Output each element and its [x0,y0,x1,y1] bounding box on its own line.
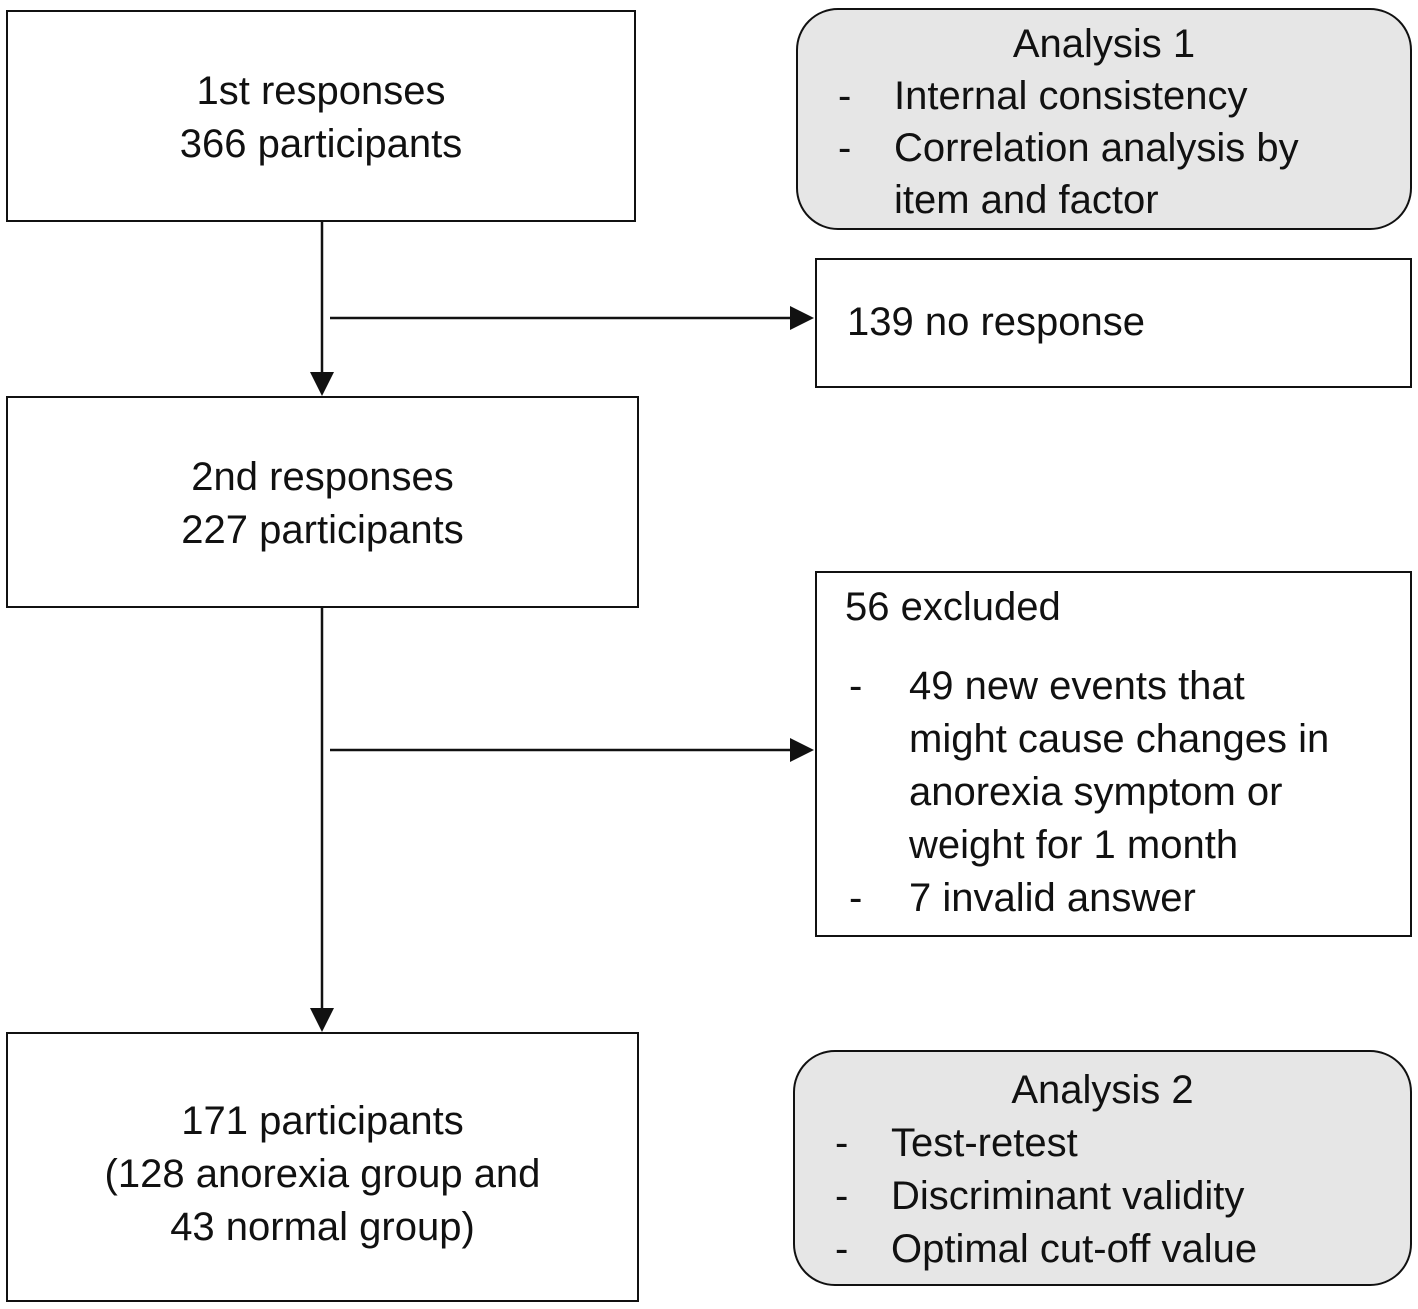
bullet-dash: - [849,664,863,708]
excluded-item-text: might cause changes in [909,717,1330,761]
excluded-item-text: 7 invalid answer [909,876,1196,920]
final-participants-box: 171 participants (128 anorexia group and… [6,1032,639,1302]
excluded-item-text: 49 new events that [909,664,1245,708]
analysis1-box: Analysis 1 - Internal consistency - Corr… [796,8,1412,230]
analysis2-box: Analysis 2 - Test-retest - Discriminant … [793,1050,1412,1286]
arrowhead-to-excluded [790,738,814,762]
analysis2-item-text: Optimal cut-off value [891,1227,1258,1271]
second-responses-label: 2nd responses [191,455,454,499]
final-participants-groups-line1: (128 anorexia group and [104,1151,541,1196]
bullet-dash: - [838,74,852,118]
analysis1-title: Analysis 1 [1012,22,1196,66]
excluded-item-text: weight for 1 month [909,823,1239,867]
analysis2-item: - Test-retest [831,1117,1390,1170]
analysis1-item: - Internal consistency [834,70,1390,122]
bullet-dash: - [849,876,863,920]
arrowhead-second-to-final [310,1008,334,1032]
analysis2-item-text: Discriminant validity [891,1174,1245,1218]
analysis1-item-text: Internal consistency [894,74,1248,118]
bullet-dash: - [835,1227,849,1271]
first-responses-count: 366 participants [179,122,463,166]
bullet-dash: - [835,1121,849,1165]
analysis1-item-text: Correlation analysis by [894,126,1299,170]
second-responses-box: 2nd responses 227 participants [6,396,639,608]
arrowhead-first-to-second [310,372,334,396]
analysis2-item: - Discriminant validity [831,1170,1390,1223]
no-response-box: 139 no response [815,258,1412,388]
analysis1-item-text: item and factor [894,178,1159,222]
excluded-item: - 7 invalid answer [845,872,1410,925]
excluded-box: 56 excluded - 49 new events that might c… [815,571,1412,937]
analysis2-item: - Optimal cut-off value [831,1223,1390,1276]
second-responses-count: 227 participants [181,508,464,552]
no-response-label: 139 no response [847,300,1146,344]
first-responses-box: 1st responses 366 participants [6,10,636,222]
final-participants-groups-line2: 43 normal group) [170,1204,475,1249]
bullet-dash: - [835,1174,849,1218]
arrowhead-to-no-response [790,306,814,330]
excluded-title: 56 excluded [845,585,1061,629]
analysis2-item-text: Test-retest [891,1121,1078,1165]
analysis1-item: - Correlation analysis by item and facto… [834,122,1390,226]
analysis2-title: Analysis 2 [1011,1068,1194,1112]
first-responses-label: 1st responses [196,69,446,113]
bullet-dash: - [838,126,852,170]
excluded-item: - 49 new events that might cause changes… [845,660,1410,872]
final-participants-count: 171 participants [181,1098,464,1143]
excluded-item-text: anorexia symptom or [909,770,1283,814]
